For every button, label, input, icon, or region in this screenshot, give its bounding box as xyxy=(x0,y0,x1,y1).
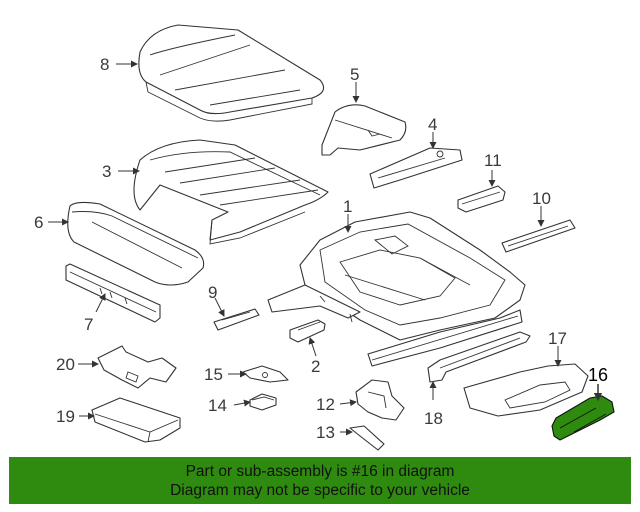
part-10-bar xyxy=(501,219,576,253)
part-5-side-shield xyxy=(321,104,407,156)
part-6-front-pad xyxy=(67,201,205,286)
callout-3: 3 xyxy=(102,162,111,181)
callout-11: 11 xyxy=(484,151,502,170)
part-12-bracket xyxy=(355,379,405,421)
callout-8: 8 xyxy=(100,55,109,74)
part-8-cushion-pad xyxy=(138,24,325,122)
callout-19: 19 xyxy=(56,407,75,426)
part-3-cushion-cover xyxy=(133,139,329,245)
part-2-bracket xyxy=(289,319,326,343)
callout-1: 1 xyxy=(343,197,352,216)
callout-13: 13 xyxy=(316,423,335,442)
callout-20: 20 xyxy=(56,355,75,374)
callout-2: 2 xyxy=(311,357,320,376)
callout-17: 17 xyxy=(548,329,567,348)
callout-9: 9 xyxy=(208,283,217,302)
callout-4: 4 xyxy=(428,115,437,134)
part-16-shape[interactable] xyxy=(551,395,615,441)
callout-6: 6 xyxy=(34,213,43,232)
part-13-strap xyxy=(349,425,385,451)
callout-18: 18 xyxy=(424,409,443,428)
leader-lines xyxy=(48,60,603,436)
callout-10: 10 xyxy=(532,189,551,208)
callout-16: 16 xyxy=(588,365,608,385)
banner-line-1: Part or sub-assembly is #16 in diagram xyxy=(185,463,455,480)
part-15-clip xyxy=(242,365,289,383)
banner-line-2: Diagram may not be specific to your vehi… xyxy=(170,482,470,499)
part-19-tray xyxy=(91,397,181,443)
part-17-side-panel xyxy=(463,363,589,417)
callout-14: 14 xyxy=(208,396,227,415)
part-20-mount xyxy=(97,345,177,389)
part-16-highlighted[interactable] xyxy=(551,395,615,441)
part-14-button xyxy=(249,393,277,411)
callout-labels: 8 5 4 11 10 3 6 1 7 9 2 20 15 14 19 12 1… xyxy=(34,55,608,442)
part-1-seat-frame xyxy=(267,211,526,367)
part-11-rail xyxy=(457,185,506,213)
part-9-clip xyxy=(213,308,260,331)
part-7-trim-strip xyxy=(65,263,161,323)
part-4-bracket xyxy=(369,147,463,189)
info-banner: Part or sub-assembly is #16 in diagram D… xyxy=(9,457,631,504)
callout-15: 15 xyxy=(204,365,223,384)
callout-12: 12 xyxy=(316,395,335,414)
callout-5: 5 xyxy=(350,65,359,84)
callout-7: 7 xyxy=(84,315,93,334)
